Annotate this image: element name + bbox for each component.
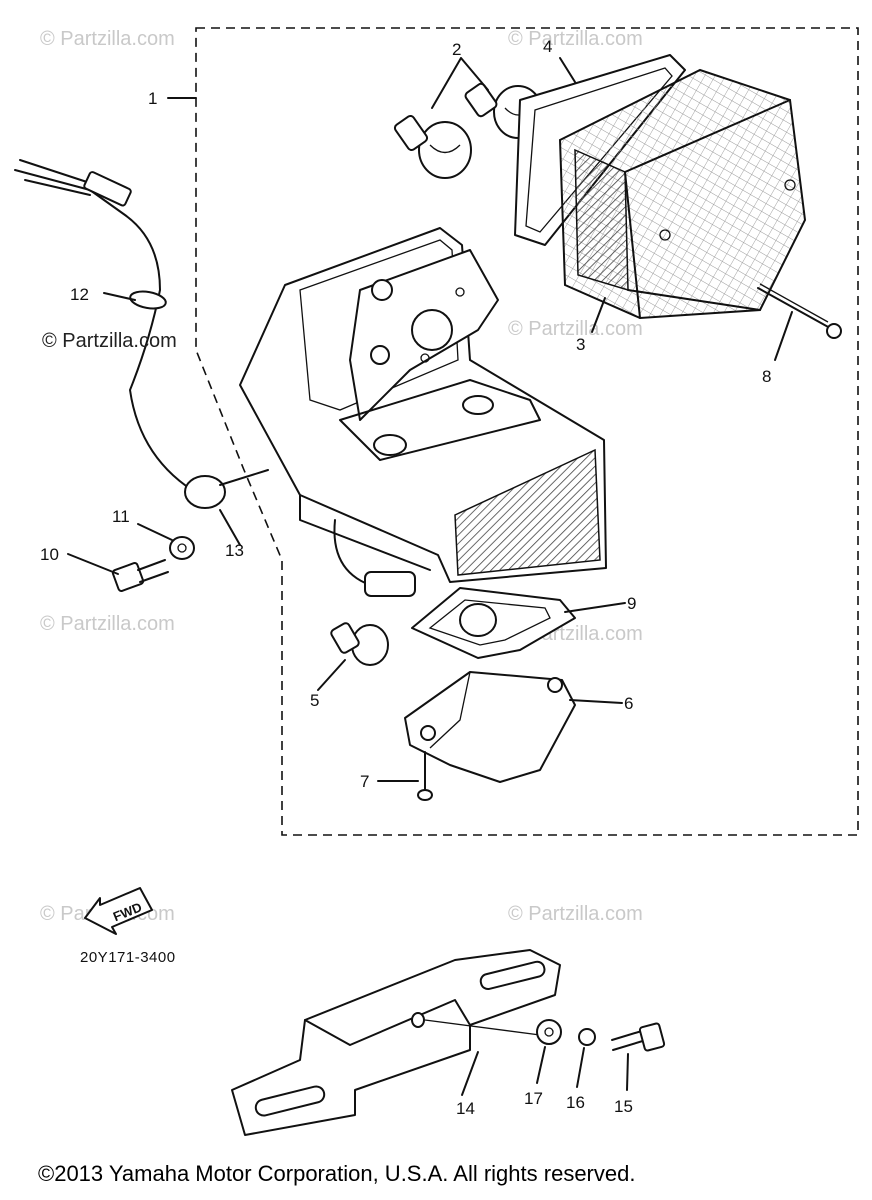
callout-2: 2 — [452, 40, 461, 59]
callout-14: 14 — [456, 1099, 475, 1118]
leader-line-16 — [576, 1047, 585, 1088]
callout-12: 12 — [70, 285, 89, 304]
leader-line-11 — [137, 523, 173, 541]
callout-1: 1 — [148, 89, 157, 108]
callout-16: 16 — [566, 1093, 585, 1112]
leader-line-14 — [461, 1051, 479, 1096]
leader-line-15 — [626, 1053, 629, 1091]
bolt-and-washer — [111, 536, 195, 592]
watermark: © Partzilla.com — [40, 613, 175, 635]
callout-7: 7 — [360, 772, 369, 791]
leader-line-3 — [591, 297, 606, 333]
wire-harness — [14, 159, 416, 597]
leader-line-2 — [431, 57, 489, 109]
leader-line-12 — [103, 292, 136, 301]
leader-line-6 — [569, 699, 623, 704]
exploded-parts-diagram: © Partzilla.com © Partzilla.com © Partzi… — [14, 27, 859, 1136]
forward-direction-arrow-icon: FWD — [84, 887, 153, 935]
callout-4: 4 — [543, 37, 552, 56]
lens-screw — [757, 283, 842, 339]
leader-line-8 — [774, 311, 793, 361]
leader-line-10 — [67, 553, 119, 575]
lens-cover-screw — [417, 751, 433, 801]
watermark: © Partzilla.com — [508, 903, 643, 925]
watermark-dark: © Partzilla.com — [42, 330, 177, 352]
leader-line-17 — [536, 1046, 546, 1084]
license-bulb — [330, 622, 389, 666]
callout-17: 17 — [524, 1089, 543, 1108]
watermark: © Partzilla.com — [40, 28, 175, 50]
license-bracket — [231, 949, 561, 1136]
tail-light-housing — [239, 227, 607, 583]
watermark: © Partzilla.com — [508, 318, 643, 340]
lock-washer — [578, 1028, 596, 1046]
leader-line-9 — [564, 602, 626, 613]
copyright-footer: ©2013 Yamaha Motor Corporation, U.S.A. A… — [38, 1161, 636, 1186]
callout-15: 15 — [614, 1097, 633, 1116]
leader-line-13 — [219, 509, 241, 546]
leader-line-5 — [317, 659, 346, 691]
callout-3: 3 — [576, 335, 585, 354]
leader-line-4 — [559, 57, 576, 83]
callout-5: 5 — [310, 691, 319, 710]
callout-9: 9 — [627, 594, 636, 613]
part-code: 20Y171-3400 — [80, 949, 176, 966]
callout-13: 13 — [225, 541, 244, 560]
bracket-bolt — [611, 1022, 666, 1052]
watermark: © Partzilla.com — [508, 28, 643, 50]
callout-11: 11 — [112, 507, 130, 526]
assembly-boundary — [195, 27, 859, 836]
callout-8: 8 — [762, 367, 771, 386]
tail-lens — [558, 68, 807, 320]
callout-6: 6 — [624, 694, 633, 713]
plain-washer — [536, 1019, 562, 1045]
license-lens-cover — [404, 671, 576, 783]
callout-10: 10 — [40, 545, 59, 564]
